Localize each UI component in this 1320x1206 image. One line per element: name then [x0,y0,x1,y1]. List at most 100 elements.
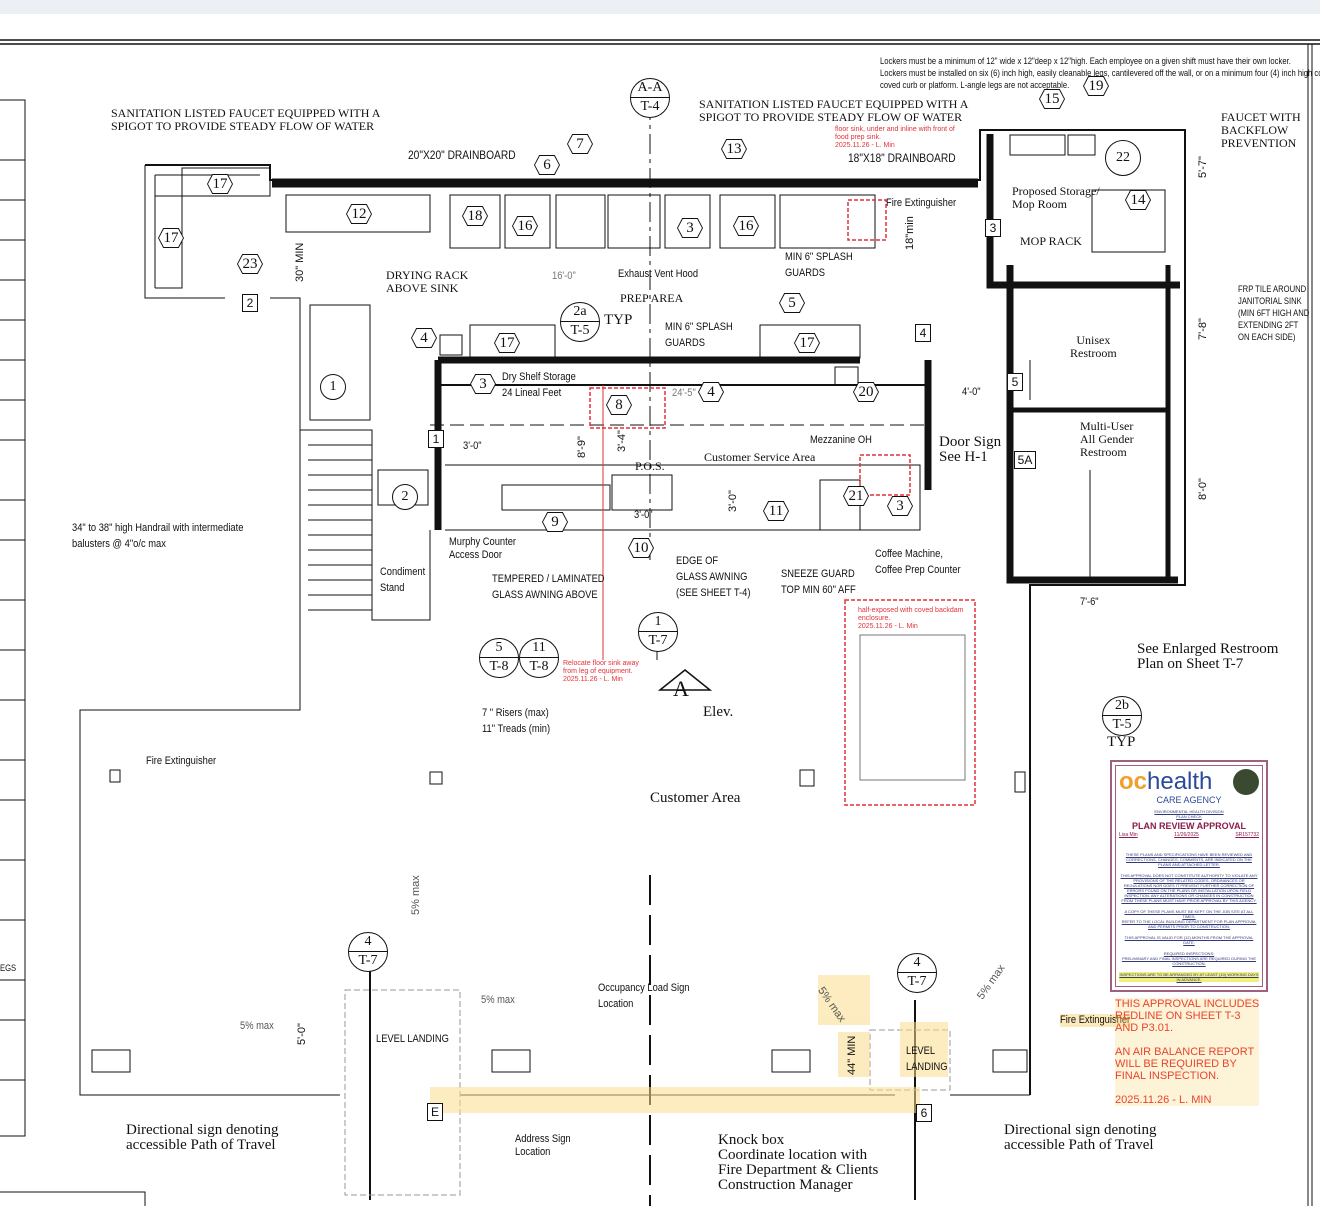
callout-22: 22 [1105,140,1141,176]
stamp-paragraph: REFER TO THE LOCAL BUILDING DEPARTMENT F… [1121,919,1257,929]
stamp-division: ENVIRONMENTAL HEALTH DIVISION [1154,809,1224,814]
callout-19: 19 [1083,76,1109,96]
dim-3-0-c: 3'-0" [727,490,739,512]
logo-agency-text: CARE AGENCY [1156,795,1222,805]
callout-3: 3 [470,374,496,394]
mop-rack-label: MOP RACK [1020,234,1082,248]
dim-18min: 18"min [904,216,916,250]
customer-service-area-label: Customer Service Area [704,450,816,464]
stamp-paragraph: REQUIRED INSPECTIONS: [1163,951,1215,956]
drying-rack-label-1: DRYING RACK [386,268,469,282]
callout-18: 18 [462,206,488,226]
callout-3: 3 [677,218,703,238]
sanitation-note-left-1: SANITATION LISTED FAUCET EQUIPPED WITH A [111,106,381,120]
pos-label: P.O.S. [635,459,665,473]
dry-shelf-label-2: 24 Lineal Feet [502,387,562,399]
callout-17: 17 [494,333,520,353]
sanitation-note-right-1: SANITATION LISTED FAUCET EQUIPPED WITH A [699,97,969,111]
slope-label-1: 5% max [240,1020,274,1032]
stamp-reviewer: Lisa Min [1119,832,1138,838]
typ-label-2a: TYP [604,312,633,328]
risers-note: 7 " Risers (max) [482,707,549,719]
tag-6: 6 [916,1104,932,1122]
slope-label-3: 5% max [410,875,422,915]
door-tag-2: 2 [242,294,258,312]
callout-4: 4 [411,328,437,348]
dim-44min: 44" MIN [846,1035,858,1075]
callout-17: 17 [207,174,233,194]
callout-16: 16 [512,216,538,236]
stamp-plan-check: PLAN CHECK [1176,814,1202,819]
fire-extinguisher-kitchen: Fire Extinguisher [886,197,957,209]
stamp-title: PLAN REVIEW APPROVAL [1131,821,1246,831]
typ-label-2b: TYP [1107,734,1136,750]
fire-extinguisher-entrance: Fire Extinguisher [1060,1014,1131,1027]
callout-6: 6 [534,155,560,175]
callout-11: 11 [763,501,789,521]
dim-3-4: 3'-4" [616,430,628,452]
level-landing-left: LEVEL LANDING [376,1033,449,1045]
door-tag-3: 3 [985,219,1001,237]
elevation-label: Elev. [703,704,734,720]
locker-note-3: coved curb or platform. L-angle legs are… [880,80,1070,90]
faucet-note-1: FAUCET WITH [1221,110,1301,124]
storage-label-1: Proposed Storage/ [1012,184,1100,198]
dim-7-6: 7'-6" [1080,596,1099,608]
locker-note-1: Lockers must be a minimum of 12" wide x … [880,56,1291,66]
dim-8-0: 8'-0" [1197,478,1209,500]
callout-7: 7 [567,134,593,154]
dim-4ft: 4'-0" [962,386,981,398]
callout-17: 17 [158,228,184,248]
viewer-top-bar [0,0,1320,14]
door-tag-5a: 5A [1014,451,1036,469]
customer-area-label: Customer Area [650,790,741,806]
treads-note: 11" Treads (min) [482,723,551,735]
splash-guard-1a: MIN 6" SPLASH [785,251,853,263]
callout-2: 2 [392,484,418,510]
door-tag-4: 4 [915,324,931,342]
fire-extinguisher-dining: Fire Extinguisher [146,755,217,767]
callout-8: 8 [606,395,632,415]
stamp-paragraph: A COPY OF THESE PLANS MUST BE KEPT ON TH… [1124,909,1254,919]
slope-label-2: 5% max [481,994,515,1006]
stamp-paragraph: PRELIMINARY AND FINAL INSPECTIONS ARE RE… [1121,956,1257,966]
stamp-record: SR157732 [1235,832,1259,838]
callout-15: 15 [1039,89,1065,109]
callout-3: 3 [887,496,913,516]
stamp-paragraph: INSPECTIONS ARE TO BE ARRANGED BY AT LEA… [1119,972,1259,982]
elevation-a-marker: A [673,676,689,701]
dry-shelf-label-1: Dry Shelf Storage [502,371,576,383]
drainboard-18-label: 18"X18" DRAINBOARD [848,151,956,165]
stamp-paragraph: THIS APPROVAL DOES NOT CONSTITUTE AUTHOR… [1120,873,1258,903]
red-note-floor-sink: floor sink, under and inline with front … [835,126,955,149]
handrail-note: 34" to 38" high Handrail with intermedia… [72,522,244,550]
stamp-paragraph: THIS APPROVAL IS VALID FOR (12) MONTHS F… [1124,935,1254,945]
plan-review-approval-stamp: ochealth CARE AGENCY ENVIRONMENTAL HEALT… [1110,760,1268,992]
dim-3-0-a: 3'-0" [463,440,482,452]
callout-10: 10 [628,538,654,558]
callout-1: 1 [320,374,346,400]
county-seal-icon [1233,769,1259,795]
door-tag-5: 5 [1007,373,1023,391]
dim-8-9: 8'-9" [576,436,588,458]
storage-label-2: Mop Room [1012,197,1068,211]
